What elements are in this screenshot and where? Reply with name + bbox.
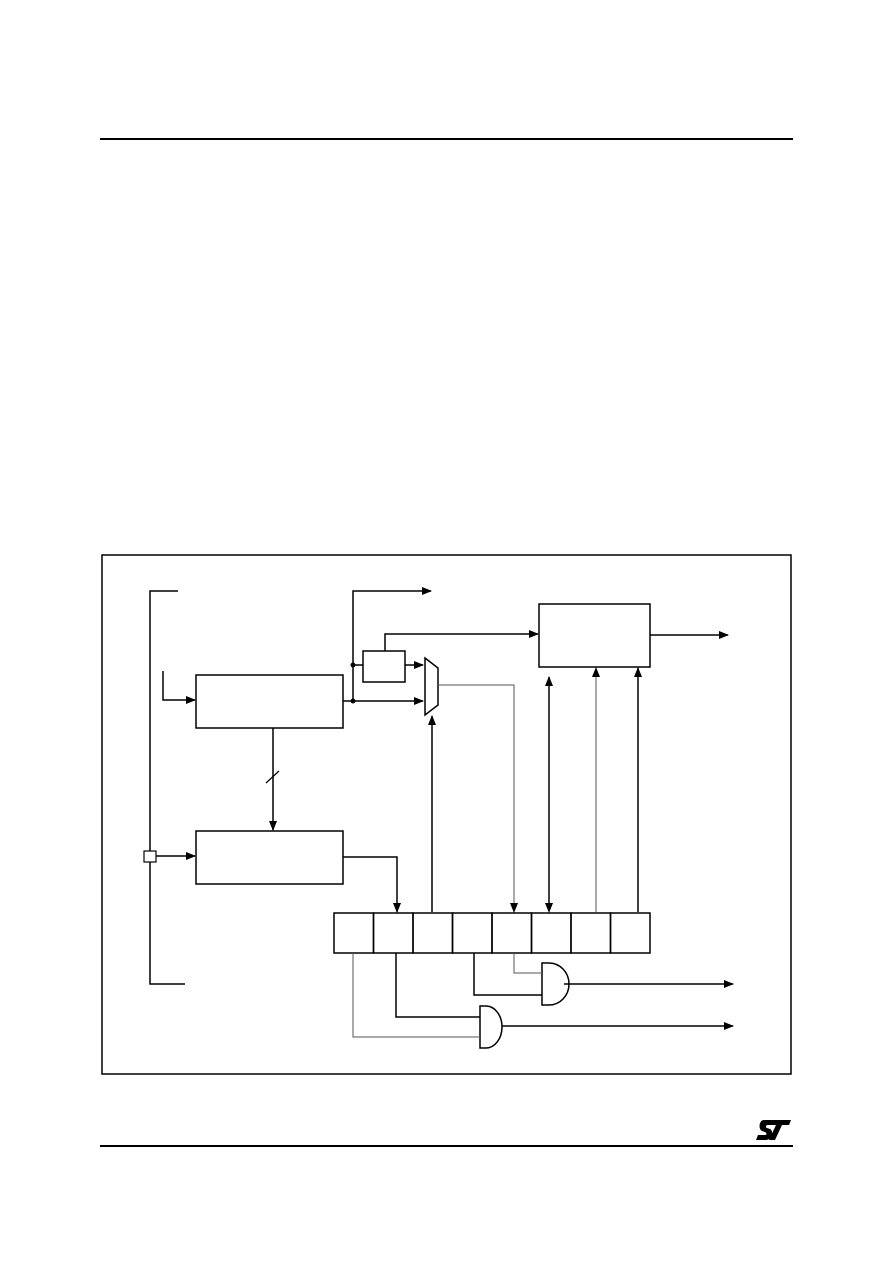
- register-cell: [451, 912, 493, 954]
- upper-block: [195, 674, 344, 729]
- small-block: [362, 650, 406, 683]
- and-lower-input-b: [352, 953, 480, 1038]
- small-block-to-right-block: [384, 630, 539, 651]
- and-gate-upper: [541, 962, 570, 1006]
- register-cell: [530, 912, 572, 954]
- top-output-arrow: [352, 587, 432, 701]
- mux-output-line: [438, 684, 518, 913]
- footer-rule: [100, 1145, 793, 1147]
- register-cell: [609, 912, 651, 954]
- register-cell: [412, 912, 454, 954]
- lower-block-to-register: [343, 856, 401, 913]
- multiplexer: [424, 656, 439, 717]
- header-rule: [100, 138, 793, 140]
- register-cell: [333, 912, 375, 954]
- bus-width-slash: [265, 770, 280, 784]
- bus-junction-box: [143, 850, 157, 863]
- lower-block: [195, 830, 344, 885]
- and-upper-input-b: [473, 953, 542, 996]
- logo-text: ST: [755, 1117, 757, 1118]
- right-block: [538, 603, 651, 668]
- left-bus-line: [149, 590, 185, 985]
- register-cell: [570, 912, 612, 954]
- register-cell: [372, 912, 414, 954]
- input-to-upper-block-arrow: [162, 671, 196, 704]
- control-register: [333, 912, 651, 954]
- and-lower-input-a: [395, 953, 480, 1018]
- and-upper-input-a: [513, 953, 542, 974]
- register-cell: [491, 912, 533, 954]
- diagram-frame: [101, 554, 792, 1075]
- st-logo: ST: [755, 1117, 791, 1140]
- and-gate-lower: [479, 1005, 503, 1049]
